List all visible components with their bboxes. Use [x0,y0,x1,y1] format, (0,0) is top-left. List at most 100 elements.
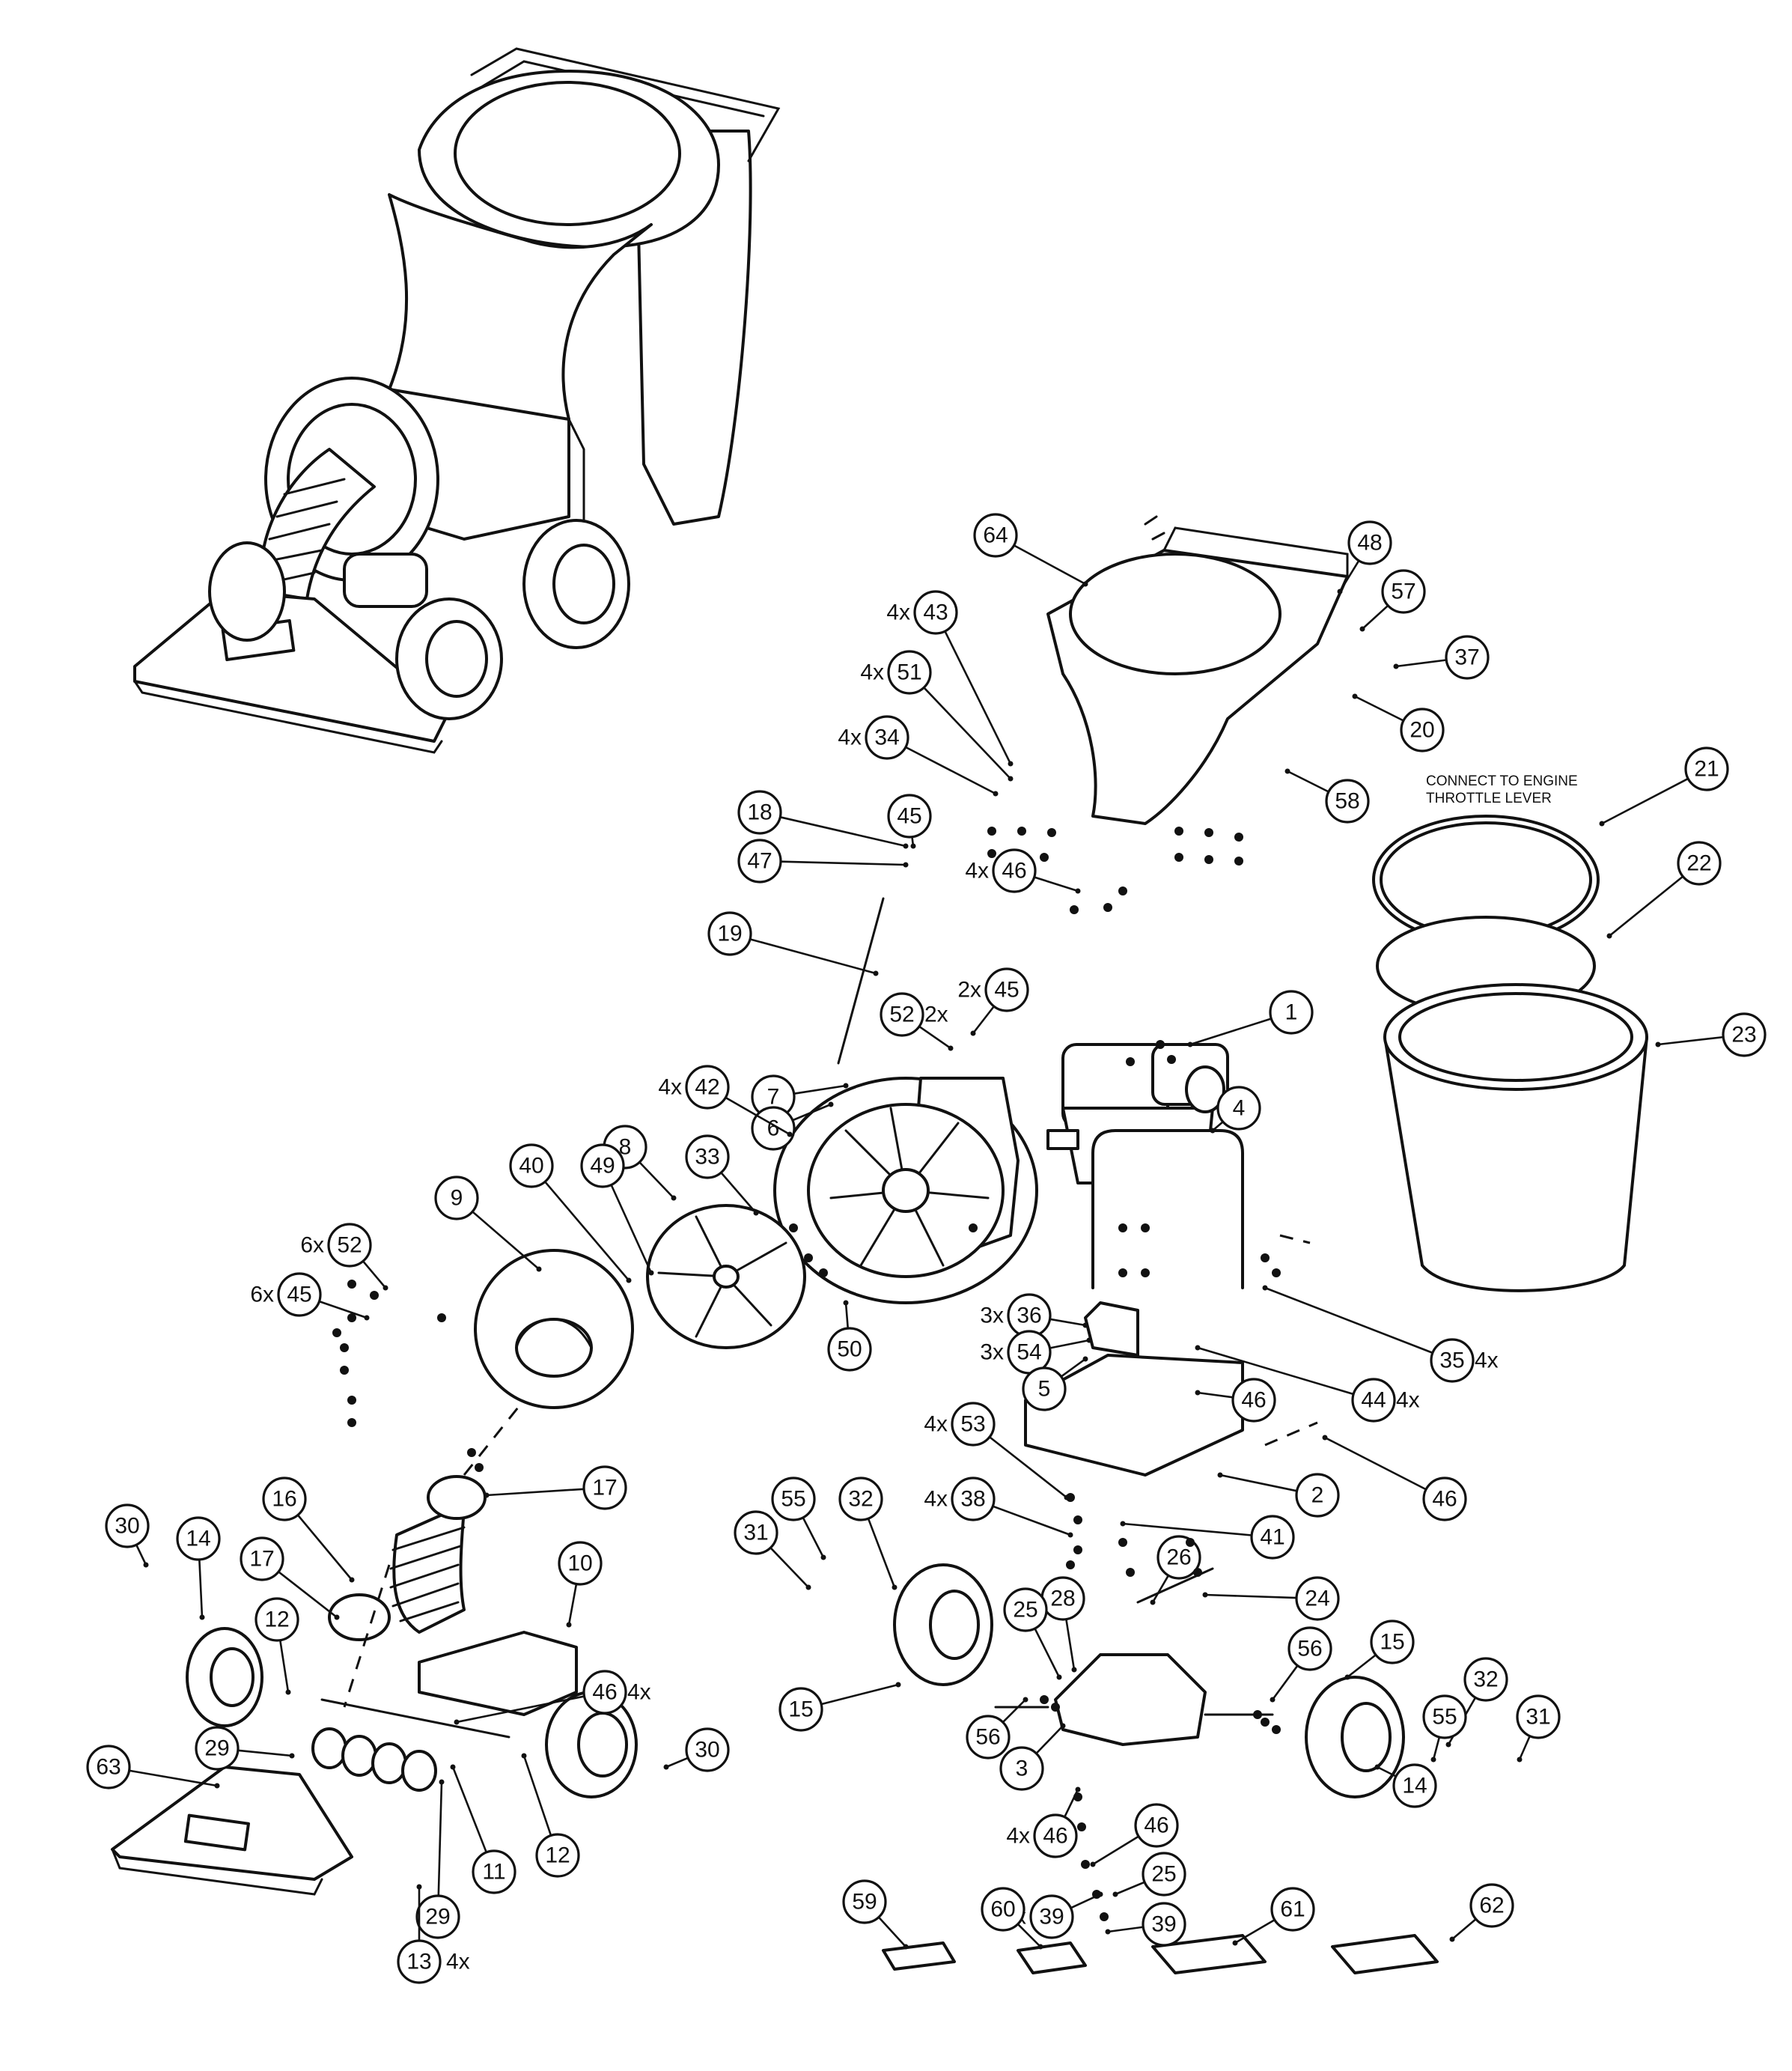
callout-balloon-56 [966,1715,1011,1760]
callout-balloon-20 [1400,708,1445,752]
hardware-fastener [1272,1725,1281,1734]
callout-balloon-32 [1463,1657,1508,1702]
callout-balloon-38 [951,1477,996,1521]
callout-balloon-1 [1269,990,1314,1035]
callout-leader-20 [1354,695,1404,722]
callout-target-48 [1337,589,1343,594]
callout-target-46 [1195,1390,1201,1396]
callout-target-30 [143,1562,149,1568]
callout-leader-12 [278,1640,290,1693]
callout-target-8 [671,1195,677,1201]
callout-qty-45: 2x [957,978,981,1003]
callout-leader-43 [944,630,1012,764]
assembled-vacuum-illustration [133,47,781,754]
callout-number-42: 42 [695,1075,719,1100]
callout-leader-55 [1432,1736,1441,1760]
hardware-fastener [987,827,996,836]
callout-balloon-35 [1430,1338,1475,1383]
callout-target-31 [1517,1757,1523,1763]
callout-balloon-48 [1347,520,1392,565]
callout-balloon-55 [771,1477,816,1521]
callout-target-29 [439,1779,445,1785]
callout-leader-9 [472,1211,540,1270]
callout-target-61 [1232,1940,1238,1946]
callout-target-39 [1105,1929,1111,1935]
callout-leader-62 [1451,1918,1477,1940]
callout-balloon-56 [1287,1626,1332,1671]
hardware-fastener [1073,1792,1082,1801]
callout-target-7 [843,1083,849,1089]
callout-number-7: 7 [767,1085,780,1110]
assembled-chute [388,193,653,421]
assembled-handle [470,47,781,162]
callout-leader-38 [992,1505,1071,1536]
callout-number-31: 31 [743,1521,768,1545]
hardware-fastener [1073,1515,1082,1524]
callout-number-23: 23 [1731,1023,1756,1047]
callout-balloon-22 [1677,841,1722,886]
callout-target-25 [1056,1674,1062,1680]
hardware-fastener [467,1448,476,1457]
callout-leader-23 [1657,1036,1724,1046]
callout-balloon-43 [913,590,958,635]
part-16-hose [389,1503,466,1634]
callout-target-46 [1075,888,1081,894]
callout-target-29 [289,1753,295,1759]
callout-balloon-17 [582,1465,627,1510]
callout-target-15 [895,1682,901,1688]
callout-balloon-46 [1134,1803,1179,1848]
callout-balloon-53 [951,1402,996,1447]
callout-balloon-45 [984,967,1029,1012]
callout-target-52 [948,1045,954,1051]
hardware-fastener [1234,857,1243,866]
callout-leader-24 [1204,1593,1297,1599]
callout-leader-46 [1034,876,1079,892]
callout-leader-63 [129,1769,218,1787]
callout-number-53: 53 [960,1412,985,1437]
callout-number-46: 46 [1241,1388,1266,1413]
callout-target-60 [1037,1944,1043,1950]
callout-number-46: 46 [1144,1813,1168,1838]
callout-number-12: 12 [264,1608,289,1632]
callout-leader-12 [522,1755,552,1836]
callout-target-19 [873,970,879,976]
callout-balloon-29 [195,1726,240,1771]
callout-number-52: 52 [889,1003,914,1027]
hardware-fastener [1073,1545,1082,1554]
callout-balloon-3 [999,1746,1044,1791]
callout-leader-25 [1115,1881,1145,1896]
callout-trailing-qty-q12: 4x [627,1680,651,1705]
callout-balloon-12 [535,1833,580,1878]
callout-target-5 [1082,1356,1088,1362]
callout-target-59 [903,1944,909,1950]
callout-target-44 [1195,1345,1201,1351]
callout-balloon-46 [582,1670,627,1715]
callout-number-28: 28 [1050,1587,1075,1611]
callout-leader-2 [1219,1474,1297,1492]
hardware-fastener [475,1463,484,1472]
part-60-decal [1017,1941,1087,1974]
callout-balloon-62 [1469,1883,1514,1928]
callout-number-1: 1 [1285,1000,1298,1025]
callout-balloon-30 [105,1503,150,1548]
callout-target-3 [1060,1723,1066,1729]
callout-leader-52 [362,1260,386,1289]
hardware-fastener [1070,905,1079,914]
callout-number-46: 46 [1043,1824,1067,1849]
callout-leader-44 [1197,1346,1354,1396]
hardware-fastener [1118,1268,1127,1277]
callout-target-54 [1086,1337,1092,1343]
callout-number-38: 38 [960,1487,985,1512]
note-line-1: CONNECT TO ENGINE [1426,773,1578,789]
callout-leader-35 [1264,1286,1433,1354]
callout-target-16 [349,1577,355,1583]
assembled-hopper-opening [454,81,681,226]
callout-balloon-17 [240,1536,284,1581]
callout-leader-49 [610,1184,653,1274]
callout-target-51 [1008,776,1014,782]
callout-target-33 [753,1210,759,1216]
callout-leader-41 [1122,1522,1252,1536]
callout-number-2: 2 [1311,1483,1324,1508]
callout-target-55 [820,1554,826,1560]
callout-balloon-15 [1370,1620,1415,1664]
